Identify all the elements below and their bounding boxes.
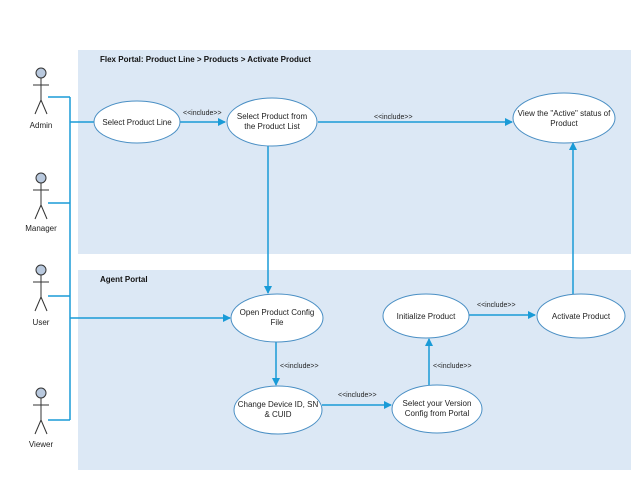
use-case-label: Activate Product	[552, 312, 611, 321]
include-label: <<include>>	[433, 363, 472, 370]
stick-figure-icon	[33, 387, 49, 435]
include-label: <<include>>	[338, 392, 377, 399]
flex-portal-title: Flex Portal: Product Line > Products > A…	[100, 55, 311, 64]
use-case-open-config-file[interactable]: Open Product Config File	[230, 293, 324, 343]
use-case-activate-product[interactable]: Activate Product	[536, 293, 626, 339]
use-case-select-product-line[interactable]: Select Product Line	[93, 100, 181, 144]
use-case-label: Product	[550, 119, 578, 128]
use-case-label: Select Product Line	[102, 118, 172, 127]
agent-portal-title: Agent Portal	[100, 275, 148, 284]
use-case-change-device-id[interactable]: Change Device ID, SN & CUID	[233, 385, 323, 435]
use-case-select-product[interactable]: Select Product from the Product List	[226, 97, 318, 147]
use-case-label: Select your Version	[403, 399, 472, 408]
include-label: <<include>>	[374, 114, 413, 121]
use-case-label: Change Device ID, SN	[238, 400, 319, 409]
relationship-arrows	[180, 118, 577, 409]
use-case-label: Config from Portal	[405, 409, 470, 418]
use-case-label: Open Product Config	[240, 308, 315, 317]
actor-viewer[interactable]: Viewer	[29, 387, 54, 449]
actor-manager[interactable]: Manager	[25, 172, 57, 233]
use-case-label: & CUID	[264, 410, 291, 419]
flex-portal-frame	[78, 50, 631, 254]
include-label: <<include>>	[280, 363, 319, 370]
stick-figure-icon	[33, 67, 49, 115]
use-case-label: Initialize Product	[397, 312, 456, 321]
actor-user[interactable]: User	[33, 264, 50, 327]
stick-figure-icon	[33, 172, 49, 220]
actor-label: Viewer	[29, 440, 54, 449]
agent-portal-frame	[78, 270, 631, 470]
use-case-initialize-product[interactable]: Initialize Product	[382, 293, 470, 339]
include-label: <<include>>	[477, 302, 516, 309]
actor-label: Admin	[30, 121, 53, 130]
actor-admin[interactable]: Admin	[30, 67, 53, 130]
include-label: <<include>>	[183, 110, 222, 117]
use-case-view-active-status[interactable]: View the "Active" status of Product	[512, 92, 616, 144]
use-case-label: View the "Active" status of	[518, 109, 611, 118]
use-case-label: the Product List	[244, 122, 300, 131]
use-case-select-version-config[interactable]: Select your Version Config from Portal	[391, 384, 483, 434]
actor-label: Manager	[25, 224, 57, 233]
stick-figure-icon	[33, 264, 49, 312]
actor-connectors	[48, 96, 231, 421]
use-case-label: File	[271, 318, 284, 327]
use-case-label: Select Product from	[237, 112, 308, 121]
actor-label: User	[33, 318, 50, 327]
